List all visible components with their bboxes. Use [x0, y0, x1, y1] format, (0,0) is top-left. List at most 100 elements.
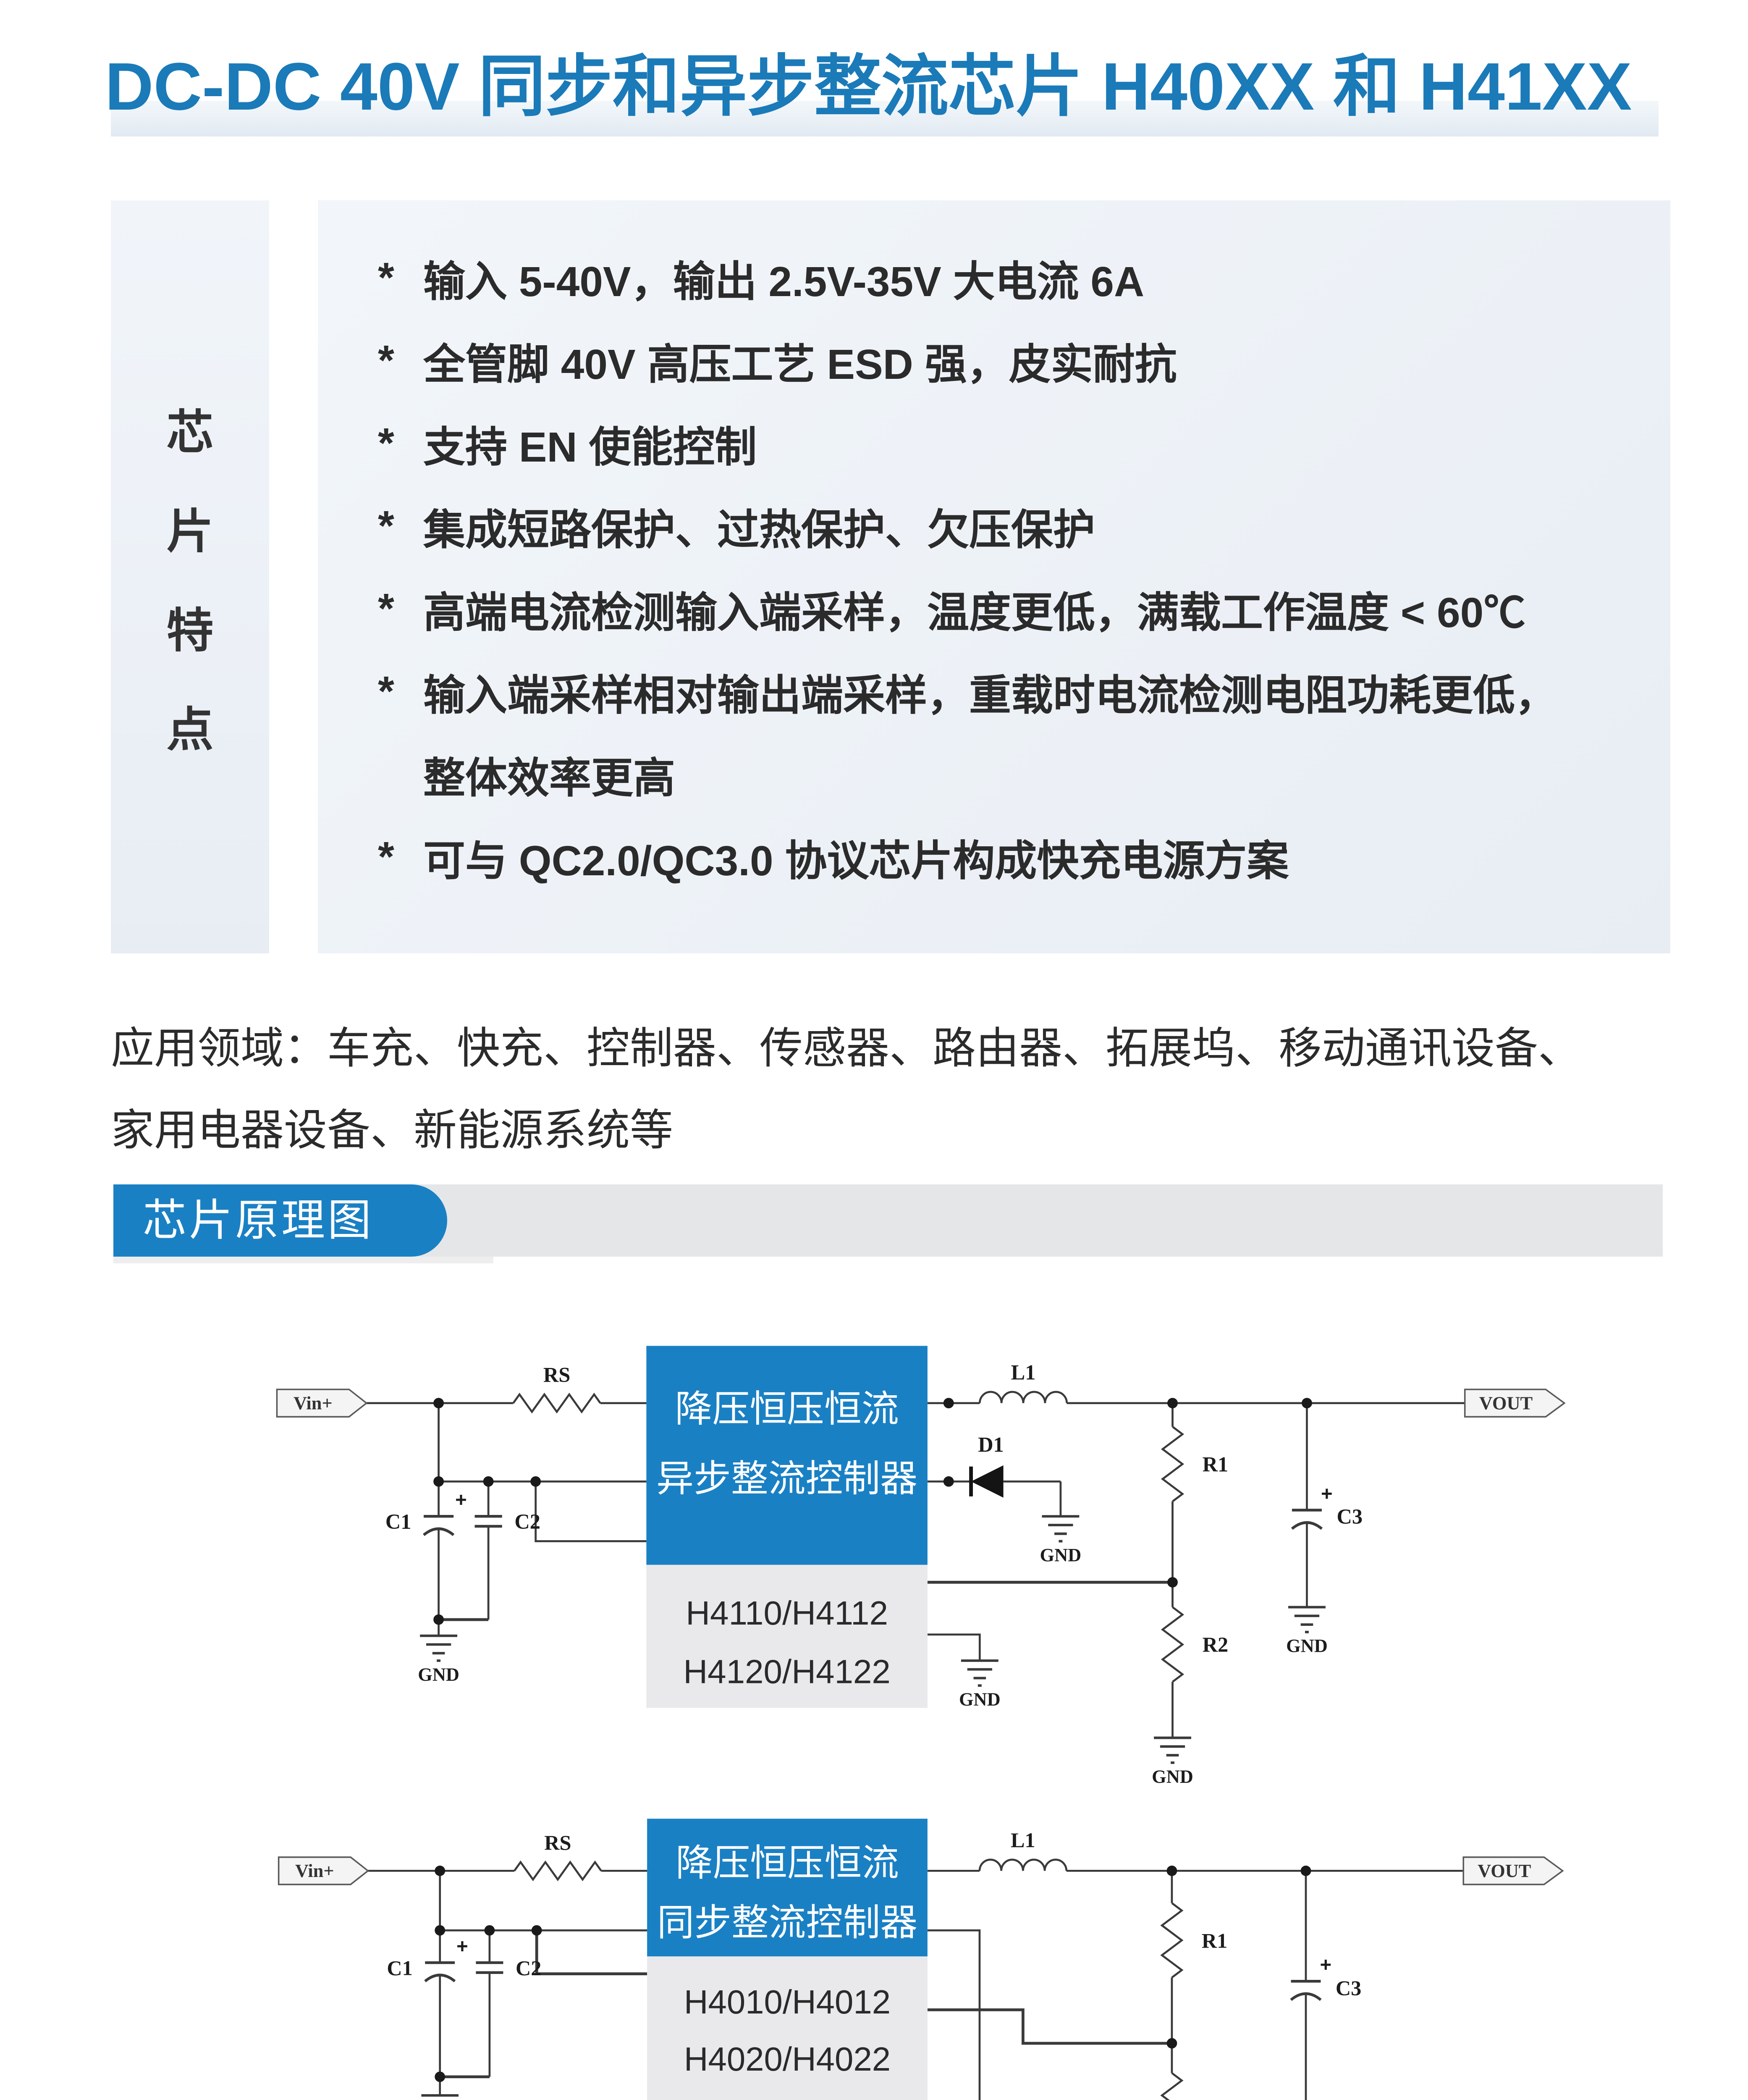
section-title-schematic: 芯片原理图	[113, 1184, 447, 1257]
feature-text: 全管脚 40V 高压工艺 ESD 强，皮实耐抗	[423, 341, 1177, 388]
svg-text:异步整流控制器: 异步整流控制器	[656, 1458, 917, 1499]
svg-text:RS: RS	[543, 1363, 570, 1386]
feature-text: 可与 QC2.0/QC3.0 协议芯片构成快充电源方案	[423, 837, 1289, 885]
gnd-symbol: GND	[959, 1659, 1001, 1710]
feature-text: 输入 5-40V，输出 2.5V-35V 大电流 6A	[423, 258, 1145, 305]
svg-text:R2: R2	[1203, 1633, 1229, 1656]
svg-text:C1: C1	[385, 1510, 411, 1533]
resistor-r2: R2	[1161, 1606, 1229, 1683]
feature-item-continuation: 整体效率更高	[378, 733, 1654, 816]
svg-text:C3: C3	[1337, 1505, 1363, 1528]
inductor-l1: L1	[978, 1360, 1068, 1403]
svg-text:GND: GND	[418, 1664, 459, 1685]
vout-tag: VOUT	[1464, 1389, 1566, 1418]
diode-d1: D1	[969, 1433, 1004, 1498]
vin-tag: Vin+	[278, 1856, 370, 1885]
bullet: *	[378, 833, 394, 880]
capacitor-c1: + C1	[385, 1489, 467, 1536]
features-list: * 输入 5-40V，输出 2.5V-35V 大电流 6A * 全管脚 40V …	[318, 200, 1670, 953]
section-header-shadow	[113, 1257, 493, 1263]
feature-text: 高端电流检测输入端采样，温度更低，满载工作温度 < 60℃	[423, 589, 1526, 636]
feature-item: * 可与 QC2.0/QC3.0 协议芯片构成快充电源方案	[378, 816, 1654, 898]
bullet: *	[378, 668, 394, 715]
feature-item: * 全管脚 40V 高压工艺 ESD 强，皮实耐抗	[378, 319, 1654, 402]
capacitor-c3: + C3	[1291, 1483, 1363, 1530]
svg-text:L1: L1	[1011, 1828, 1035, 1852]
feature-text: 输入端采样相对输出端采样，重载时电流检测电阻功耗更低，	[423, 672, 1557, 719]
resistor-r2: R2	[1160, 2072, 1227, 2100]
resistor-rs: RS	[514, 1831, 602, 1882]
feature-item: * 集成短路保护、过热保护、欠压保护	[378, 485, 1654, 567]
resistor-rs: RS	[512, 1363, 601, 1414]
circuit-diagram-sync: Vin+ VOUT RS 降压恒压恒流 同步整流控制器 H4010/H4012 …	[278, 1819, 1564, 2100]
capacitor-c3: + C3	[1290, 1954, 1361, 2001]
svg-text:GND: GND	[1286, 1635, 1328, 1656]
svg-text:GND: GND	[1152, 1766, 1193, 1787]
bullet: *	[378, 502, 394, 549]
svg-text:降压恒压恒流: 降压恒压恒流	[676, 1842, 899, 1884]
resistor-r1: R1	[1160, 1902, 1227, 1979]
svg-text:+: +	[1321, 1483, 1333, 1505]
svg-text:GND: GND	[1040, 1544, 1082, 1565]
bullet: *	[378, 420, 394, 467]
svg-text:H4110/H4112: H4110/H4112	[686, 1594, 888, 1632]
bullet: *	[378, 585, 394, 632]
inductor-l1: L1	[978, 1828, 1068, 1871]
feature-item: * 高端电流检测输入端采样，温度更低，满载工作温度 < 60℃	[378, 567, 1654, 650]
svg-text:GND: GND	[959, 1689, 1001, 1710]
svg-text:降压恒压恒流: 降压恒压恒流	[675, 1388, 899, 1430]
application-areas: 应用领域：车充、快充、控制器、传感器、路由器、拓展坞、移动通讯设备、 家用电器设…	[111, 1007, 1581, 1171]
wires	[368, 1869, 1464, 2100]
capacitor-c1: + C1	[387, 1935, 468, 1982]
capacitor-c2: C2	[474, 1510, 540, 1533]
bullet: *	[378, 254, 394, 301]
vin-tag: Vin+	[276, 1389, 368, 1418]
vout-tag: VOUT	[1462, 1856, 1564, 1885]
circuit-diagram-async: Vin+ VOUT RS 降压恒压恒流 异步整流控制器 H4110/H4112 …	[276, 1346, 1566, 1787]
title-background-band	[111, 101, 1659, 136]
feature-item: * 输入端采样相对输出端采样，重载时电流检测电阻功耗更低，	[378, 650, 1654, 733]
sidebar-char: 芯	[166, 406, 214, 459]
svg-text:C2: C2	[514, 1510, 540, 1533]
svg-text:RS: RS	[544, 1831, 571, 1854]
feature-text: 整体效率更高	[423, 755, 675, 802]
svg-text:H4029/H4039: H4029/H4039	[684, 2097, 891, 2100]
chip-box: 降压恒压恒流 同步整流控制器 H4010/H4012 H4020/H4022 H…	[647, 1819, 928, 2100]
svg-text:R2: R2	[1202, 2099, 1227, 2100]
junction-dots	[433, 1398, 1312, 1625]
svg-text:VOUT: VOUT	[1479, 1393, 1533, 1414]
svg-text:Vin+: Vin+	[294, 1393, 333, 1414]
feature-item: * 支持 EN 使能控制	[378, 402, 1654, 485]
svg-text:D1: D1	[978, 1433, 1004, 1456]
svg-text:VOUT: VOUT	[1478, 1861, 1531, 1881]
svg-text:C3: C3	[1336, 1976, 1361, 2000]
svg-text:+: +	[456, 1935, 468, 1957]
sidebar-char: 片	[166, 505, 214, 558]
application-line: 应用领域：车充、快充、控制器、传感器、路由器、拓展坞、移动通讯设备、	[111, 1024, 1581, 1072]
gnd-symbol: GND	[421, 2094, 459, 2097]
svg-text:R1: R1	[1203, 1453, 1229, 1476]
features-sidebar: 芯 片 特 点	[111, 200, 269, 953]
resistor-r1: R1	[1161, 1426, 1229, 1502]
sidebar-char: 特	[166, 604, 214, 657]
svg-text:+: +	[1320, 1954, 1331, 1976]
svg-text:H4010/H4012: H4010/H4012	[684, 1983, 891, 2021]
gnd-symbol: GND	[1152, 1736, 1193, 1787]
gnd-symbol: GND	[418, 1634, 459, 1685]
svg-text:L1: L1	[1011, 1360, 1036, 1384]
wires	[366, 1402, 1465, 1738]
junction-dots	[435, 1865, 1311, 2082]
bullet: *	[378, 337, 394, 384]
svg-text:同步整流控制器: 同步整流控制器	[657, 1902, 917, 1943]
chip-box: 降压恒压恒流 异步整流控制器 H4110/H4112 H4120/H4122	[646, 1346, 928, 1708]
application-line: 家用电器设备、新能源系统等	[111, 1106, 673, 1154]
svg-text:+: +	[455, 1489, 467, 1511]
sidebar-char: 点	[166, 703, 214, 756]
svg-text:Vin+: Vin+	[295, 1861, 334, 1881]
gnd-symbol: GND	[1286, 1606, 1328, 1656]
svg-text:H4120/H4122: H4120/H4122	[683, 1653, 891, 1690]
svg-text:R1: R1	[1202, 1929, 1227, 1953]
svg-text:C1: C1	[387, 1956, 412, 1980]
svg-text:H4020/H4022: H4020/H4022	[684, 2040, 891, 2078]
